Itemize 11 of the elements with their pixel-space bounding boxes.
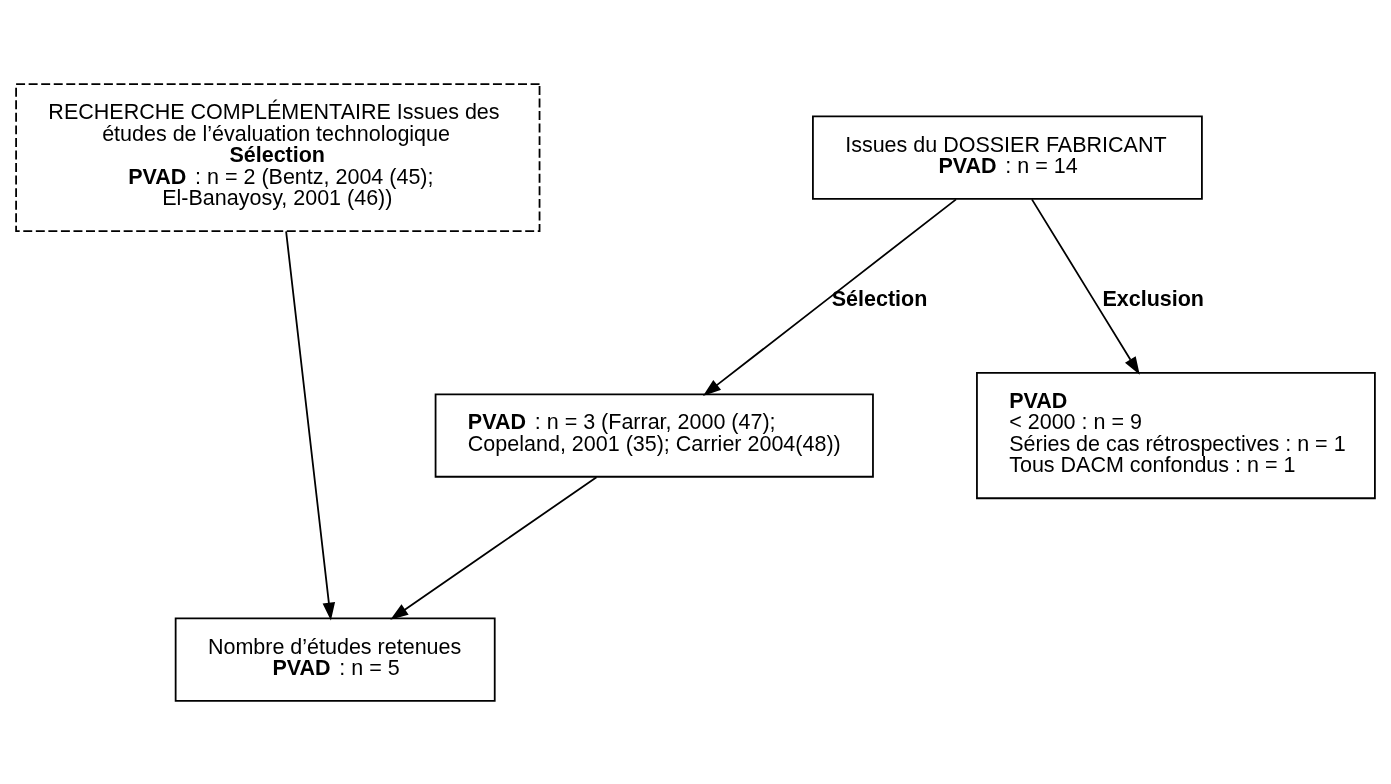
edge-label: Sélection (831, 286, 928, 311)
arrow (285, 230, 336, 621)
node-box: Nombre d’études retenues PVAD : n = 5 (174, 616, 496, 702)
arrow (1031, 197, 1140, 375)
arrow (390, 475, 598, 620)
node-box: PVAD : n = 3 (Farrar, 2000 (47); Copeland, 2001 (35); Carrier 2004(48)) (434, 392, 874, 478)
node-box: RECHERCHE COMPLÉMENTAIRE Issues des études de l’évaluation technologique Sélection PVAD : n = 2 (Bentz, 2004 (45); El-Banayosy, 2001 (46)) (15, 82, 541, 232)
edge-label: Exclusion (1102, 286, 1204, 311)
node-box: Issues du DOSSIER FABRICANT PVAD : n = 14 (812, 115, 1203, 200)
node-box: PVAD < 2000 : n = 9 Séries de cas rétrospectives : n = 1 Tous DACM confondus : n = 1 (976, 371, 1376, 499)
arrow (702, 197, 957, 396)
